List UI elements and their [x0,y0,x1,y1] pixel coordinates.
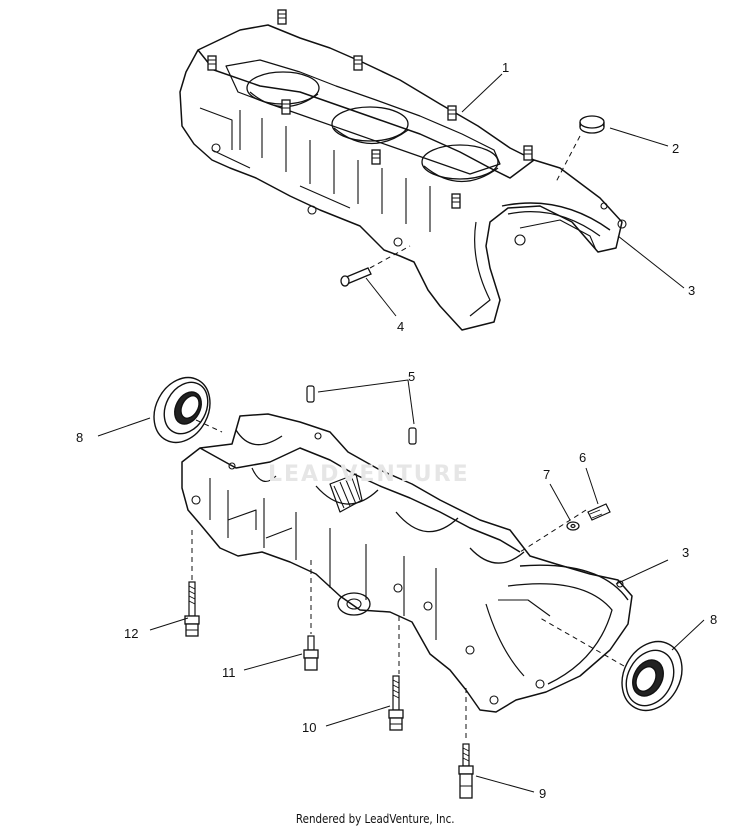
part-4-pin [340,267,372,287]
upper-leaders [365,73,685,317]
part-8-seal-left [153,376,211,444]
part-10-bolt [388,675,404,731]
part-5-dowels [306,385,417,445]
footer-text: Rendered by LeadVenture, Inc. [295,812,455,826]
callout-3-lower: 3 [682,545,689,560]
callout-4: 4 [397,319,404,334]
footer-credit: Rendered by LeadVenture, Inc. [0,812,750,826]
part-12-bolt [184,581,200,637]
part-6-bolt [587,503,611,521]
watermark: LEADVENTURE [268,462,470,487]
callout-1: 1 [502,60,509,75]
callout-labels: 1 2 3 4 5 6 7 3 8 8 9 10 11 12 [76,60,717,801]
callout-3-upper: 3 [688,283,695,298]
callout-2: 2 [672,141,679,156]
callout-7: 7 [543,467,550,482]
upper-crankcase [179,24,627,331]
callout-8-left: 8 [76,430,83,445]
callout-11: 11 [222,665,236,680]
lower-crankcase [181,413,633,713]
part-11-bolt [303,635,319,671]
lower-leaders [97,379,705,793]
callout-10: 10 [302,720,316,735]
callout-5: 5 [408,369,415,384]
part-2-cap [579,115,605,134]
part-8-seal-right [621,640,683,712]
callout-12: 12 [124,626,138,641]
callout-6: 6 [579,450,586,465]
callout-8-right: 8 [710,612,717,627]
part-9-bolt [458,743,474,799]
callout-9: 9 [539,786,546,801]
part-7-washer [566,521,580,531]
